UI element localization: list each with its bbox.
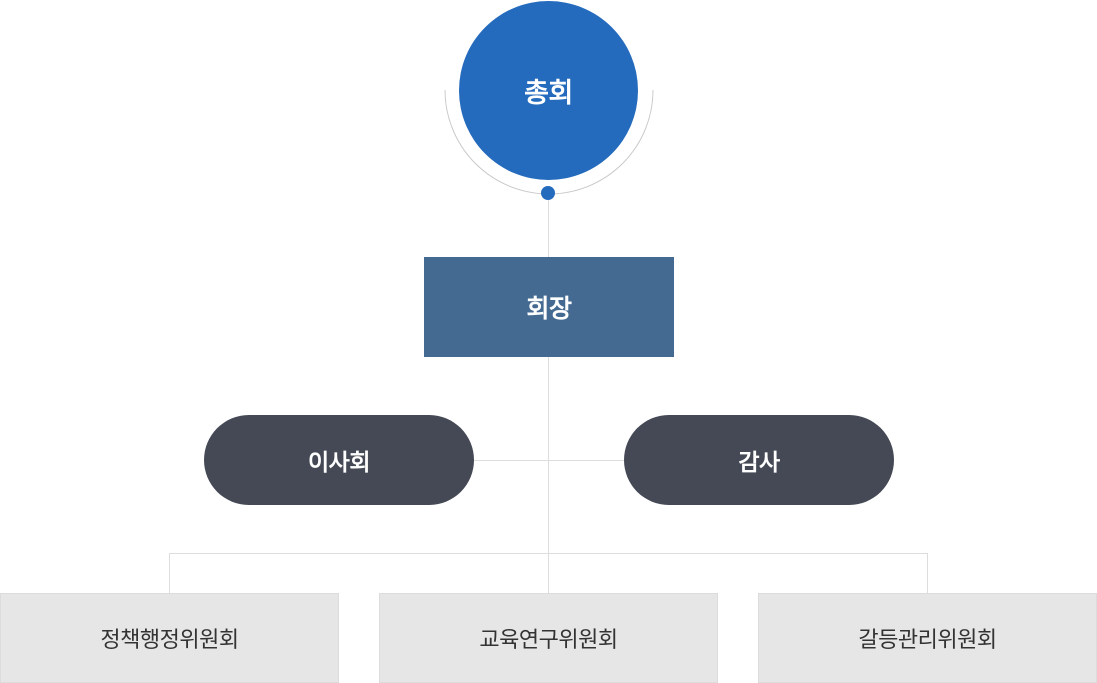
- assembly-connector-dot: [541, 186, 555, 200]
- audit-node: 감사: [624, 415, 894, 505]
- board-label: 이사회: [308, 450, 370, 476]
- committee-policy-node: 정책행정위원회: [0, 593, 339, 683]
- general-assembly-node: 총회: [459, 1, 638, 180]
- committee-label: 갈등관리위원회: [858, 628, 997, 653]
- general-assembly-label: 총회: [524, 78, 573, 109]
- committee-education-node: 교육연구위원회: [379, 593, 718, 683]
- president-node: 회장: [424, 257, 674, 357]
- board-node: 이사회: [204, 415, 474, 505]
- committee-label: 정책행정위원회: [100, 628, 239, 653]
- audit-label: 감사: [738, 450, 780, 476]
- committee-conflict-node: 갈등관리위원회: [758, 593, 1097, 683]
- president-label: 회장: [526, 294, 572, 323]
- committee-label: 교육연구위원회: [479, 628, 618, 653]
